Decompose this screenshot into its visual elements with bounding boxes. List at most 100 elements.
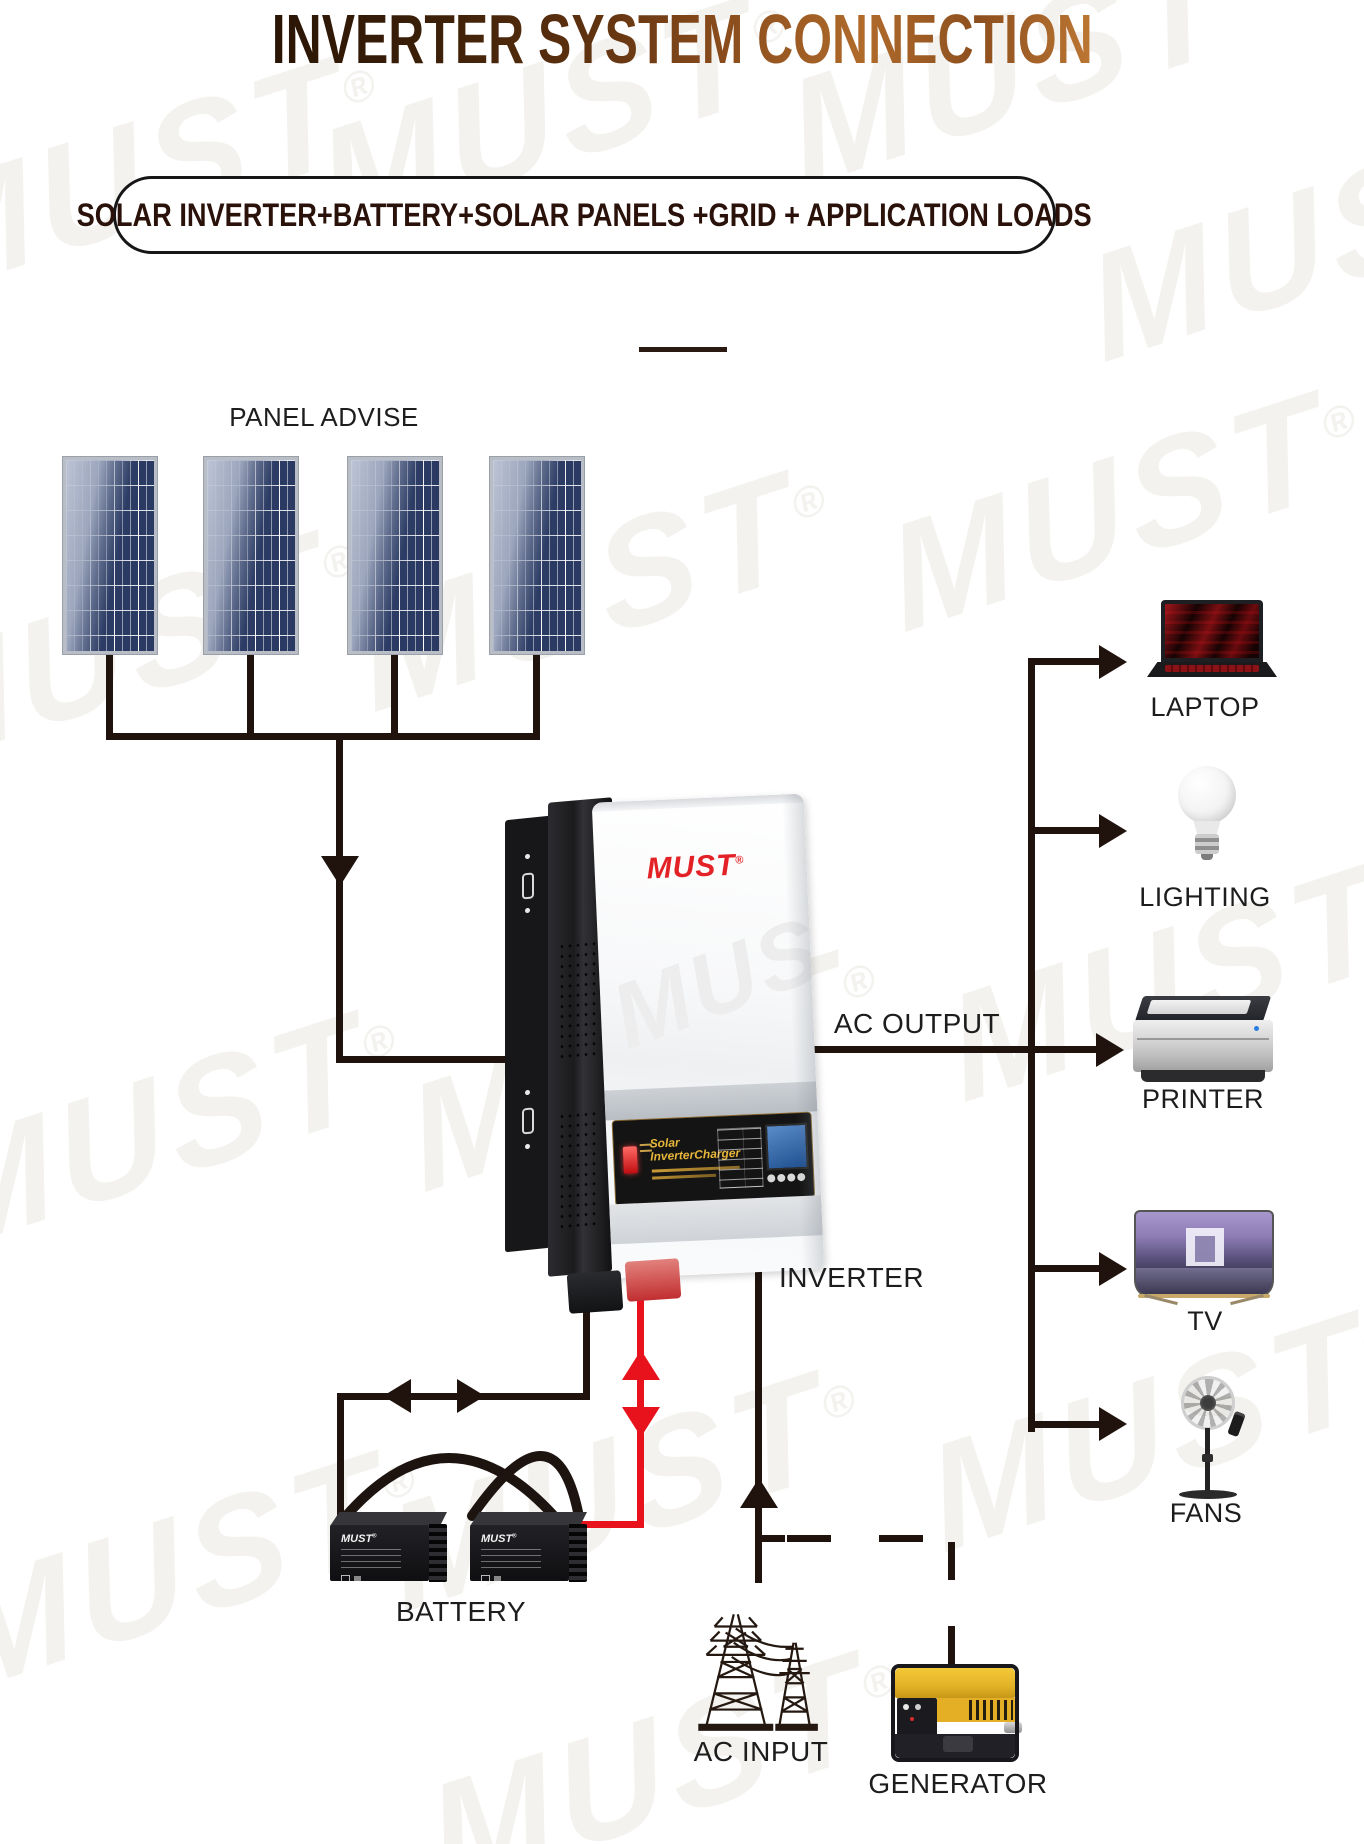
- inverter-body: MUST® MUST® Solar InverterCharger: [591, 793, 825, 1279]
- power-switch: [622, 1146, 638, 1174]
- battery-brand: MUST®: [341, 1533, 377, 1545]
- solar-cells: [66, 460, 154, 651]
- battery-negative-wire: [583, 1305, 590, 1400]
- laptop-screen: [1161, 600, 1263, 662]
- lighting-label: LIGHTING: [1139, 882, 1271, 912]
- generator-engine: [943, 1736, 973, 1752]
- ac-output-wire: [810, 1046, 1096, 1053]
- bulb-tip: [1201, 854, 1213, 860]
- tv-screen: [1134, 1210, 1274, 1296]
- must-watermark: MUST®: [414, 1617, 900, 1844]
- bulb-screw: [1195, 834, 1219, 854]
- must-watermark: MUST®: [914, 1277, 1364, 1585]
- battery-positive-terminal: [624, 1258, 682, 1302]
- tv-label: TV: [1187, 1306, 1223, 1336]
- laptop-label: LAPTOP: [1150, 692, 1260, 722]
- battery-positive-wire: [566, 1521, 644, 1528]
- battery-spec-lines: [341, 1549, 401, 1571]
- printer-label: PRINTER: [1141, 1084, 1265, 1114]
- tv-reflection: [1136, 1268, 1272, 1294]
- tv-soundbar: [1138, 1294, 1270, 1298]
- lcd-display: [764, 1122, 809, 1171]
- fans-arrow: [1099, 1407, 1127, 1441]
- tv-picture: [1186, 1228, 1224, 1266]
- pv-bus-wire: [106, 733, 540, 740]
- panel-buttons: [767, 1174, 776, 1183]
- ac-input-wire: [755, 1240, 762, 1583]
- pv-flow-arrow: [321, 856, 359, 886]
- mount-hole: [525, 907, 530, 914]
- solar-panel-icon: [489, 456, 585, 655]
- battery-cert-marks: [341, 1575, 350, 1584]
- charge-arrow-up: [622, 1350, 660, 1380]
- body-watermark: MUST®: [598, 876, 825, 1069]
- header-divider: [639, 347, 727, 352]
- generator-frame: [891, 1664, 1019, 1762]
- must-watermark: MUST®: [0, 497, 360, 805]
- generator-dashed-wire: [787, 1535, 958, 1542]
- power-towers-icon: [698, 1614, 818, 1731]
- solar-cells: [351, 460, 439, 651]
- body-footer-band: [609, 1195, 823, 1245]
- ac-output-label: AC OUTPUT: [833, 1008, 1001, 1039]
- mounting-bracket: [505, 815, 550, 1253]
- tv-arrow: [1099, 1252, 1127, 1286]
- solar-panel-icon: [203, 456, 299, 655]
- load-bus-wire: [1028, 658, 1035, 1432]
- pv-to-inverter-wire: [336, 1056, 520, 1063]
- generator-icon: [891, 1664, 1022, 1762]
- generator-muffler: [1004, 1722, 1022, 1733]
- printer-arrow: [1096, 1033, 1124, 1067]
- printer-seam: [1137, 1038, 1269, 1040]
- panel-subtitle-line: [652, 1173, 717, 1180]
- inverter-label: INVERTER: [779, 1262, 925, 1293]
- fans-label: FANS: [1169, 1498, 1243, 1528]
- battery-front: MUST®: [470, 1525, 569, 1584]
- solar-panel-icon: [347, 456, 443, 655]
- vent-holes: [558, 1108, 600, 1230]
- vent-holes: [558, 938, 600, 1060]
- battery-side-ribs: [569, 1524, 587, 1582]
- pv-drop-wire: [336, 733, 343, 1063]
- generator-label: GENERATOR: [868, 1768, 1048, 1799]
- ac-input-label: AC INPUT: [693, 1736, 829, 1767]
- mount-slot: [522, 1107, 534, 1135]
- must-watermark: MUST®: [1074, 87, 1364, 395]
- tv-icon: [1134, 1210, 1274, 1310]
- printer-lid: [1146, 1000, 1252, 1014]
- mount-slot: [522, 872, 534, 900]
- printer-icon: [1133, 996, 1273, 1086]
- pv-string-wire: [533, 652, 540, 738]
- generator-junction-stub: [759, 1535, 785, 1542]
- printer-base: [1141, 1070, 1265, 1082]
- mount-hole: [525, 1089, 530, 1096]
- pv-string-wire: [391, 652, 398, 738]
- generator-control-face: [897, 1698, 937, 1736]
- fan-icon: [1175, 1376, 1255, 1499]
- fan-base: [1179, 1490, 1237, 1499]
- ac-input-arrow: [740, 1478, 778, 1508]
- fan-knob: [1202, 1454, 1213, 1462]
- battery-brand: MUST®: [481, 1533, 517, 1545]
- battery-top: [330, 1512, 447, 1526]
- lighting-arrow: [1099, 814, 1127, 848]
- solar-panel-icon: [62, 456, 158, 655]
- bulb-neck: [1193, 821, 1221, 835]
- pv-array-label: PANEL ADVISE: [229, 402, 419, 432]
- battery-jumper-cables: [341, 1451, 583, 1521]
- battery-flow-arrow-right: [457, 1379, 485, 1413]
- solar-cells: [493, 460, 581, 651]
- discharge-arrow-down: [622, 1407, 660, 1437]
- must-logo: MUST®: [645, 848, 745, 886]
- battery-negative-wire: [337, 1393, 344, 1518]
- battery-flow-arrow-left: [383, 1379, 411, 1413]
- bulb-globe: [1178, 766, 1236, 824]
- subtitle-pill: SOLAR INVERTER+BATTERY+SOLAR PANELS +GRI…: [77, 176, 1092, 254]
- mount-hole: [525, 1143, 530, 1150]
- battery-icon: MUST®: [330, 1512, 447, 1584]
- laptop-keyboard: [1147, 662, 1277, 677]
- tv-branch-wire: [1031, 1265, 1101, 1272]
- printer-power-led: [1254, 1026, 1259, 1031]
- control-panel: Solar InverterCharger: [611, 1111, 816, 1207]
